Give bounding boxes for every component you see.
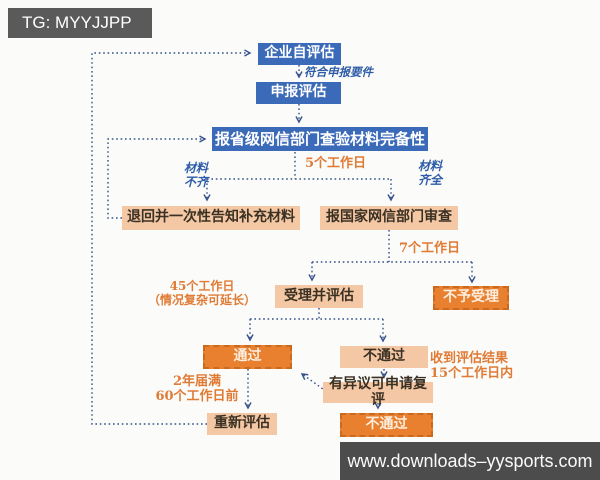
edge-label-5-working-days: 5个工作日 [305, 156, 367, 171]
node-fail-final: 不通过 [340, 413, 433, 437]
materials-incomplete-line2: 不齐 [183, 175, 208, 190]
node-pass: 通过 [203, 345, 292, 369]
node-national-review: 报国家网信部门审查 [320, 206, 458, 230]
edge-label-materials-incomplete: 材料 不齐 [178, 161, 214, 189]
node-provincial-check: 报省级网信部门查验材料完备性 [212, 127, 428, 151]
edge-label-meets-requirements: 符合申报要件 [304, 65, 373, 79]
edge-label-45-working-days: 45个工作日 （情况复杂可延长） [148, 279, 256, 307]
receive-result-line1: 收到评估结果 [430, 351, 509, 366]
edge-label-receive-result: 收到评估结果 15个工作日内 [430, 351, 516, 382]
45-days-line1: 45个工作日 [169, 279, 235, 293]
edge-label-7-working-days: 7个工作日 [399, 241, 461, 256]
edge-label-materials-complete: 材料 齐全 [412, 159, 448, 187]
node-apply-assessment: 申报评估 [256, 82, 341, 104]
edge-label-2-years: 2年届满 60个工作日前 [152, 374, 242, 405]
website-bar: www.downloads–yysports.com [340, 442, 600, 480]
node-fail: 不通过 [340, 346, 428, 368]
watermark-tag-label: TG: MYYJJPP [22, 13, 132, 32]
node-self-assessment: 企业自评估 [258, 43, 341, 65]
node-return-supplement: 退回并一次性告知补充材料 [122, 206, 300, 230]
2-years-line2: 60个工作日前 [155, 389, 239, 405]
materials-incomplete-line1: 材料 [183, 161, 208, 175]
materials-complete-line1: 材料 [417, 159, 442, 173]
website-url: www.downloads–yysports.com [347, 450, 593, 471]
watermark-tag: TG: MYYJJPP [8, 8, 152, 38]
node-reassessment: 重新评估 [207, 413, 277, 435]
materials-complete-line2: 齐全 [417, 173, 442, 188]
45-days-line2: （情况复杂可延长） [148, 293, 257, 308]
receive-result-line2: 15个工作日内 [430, 366, 514, 382]
node-not-accepted: 不予受理 [433, 286, 509, 310]
2-years-line1: 2年届满 [172, 374, 222, 389]
node-accept-and-assess: 受理并评估 [275, 285, 363, 308]
node-objection-review: 有异议可申请复评 [323, 376, 433, 407]
